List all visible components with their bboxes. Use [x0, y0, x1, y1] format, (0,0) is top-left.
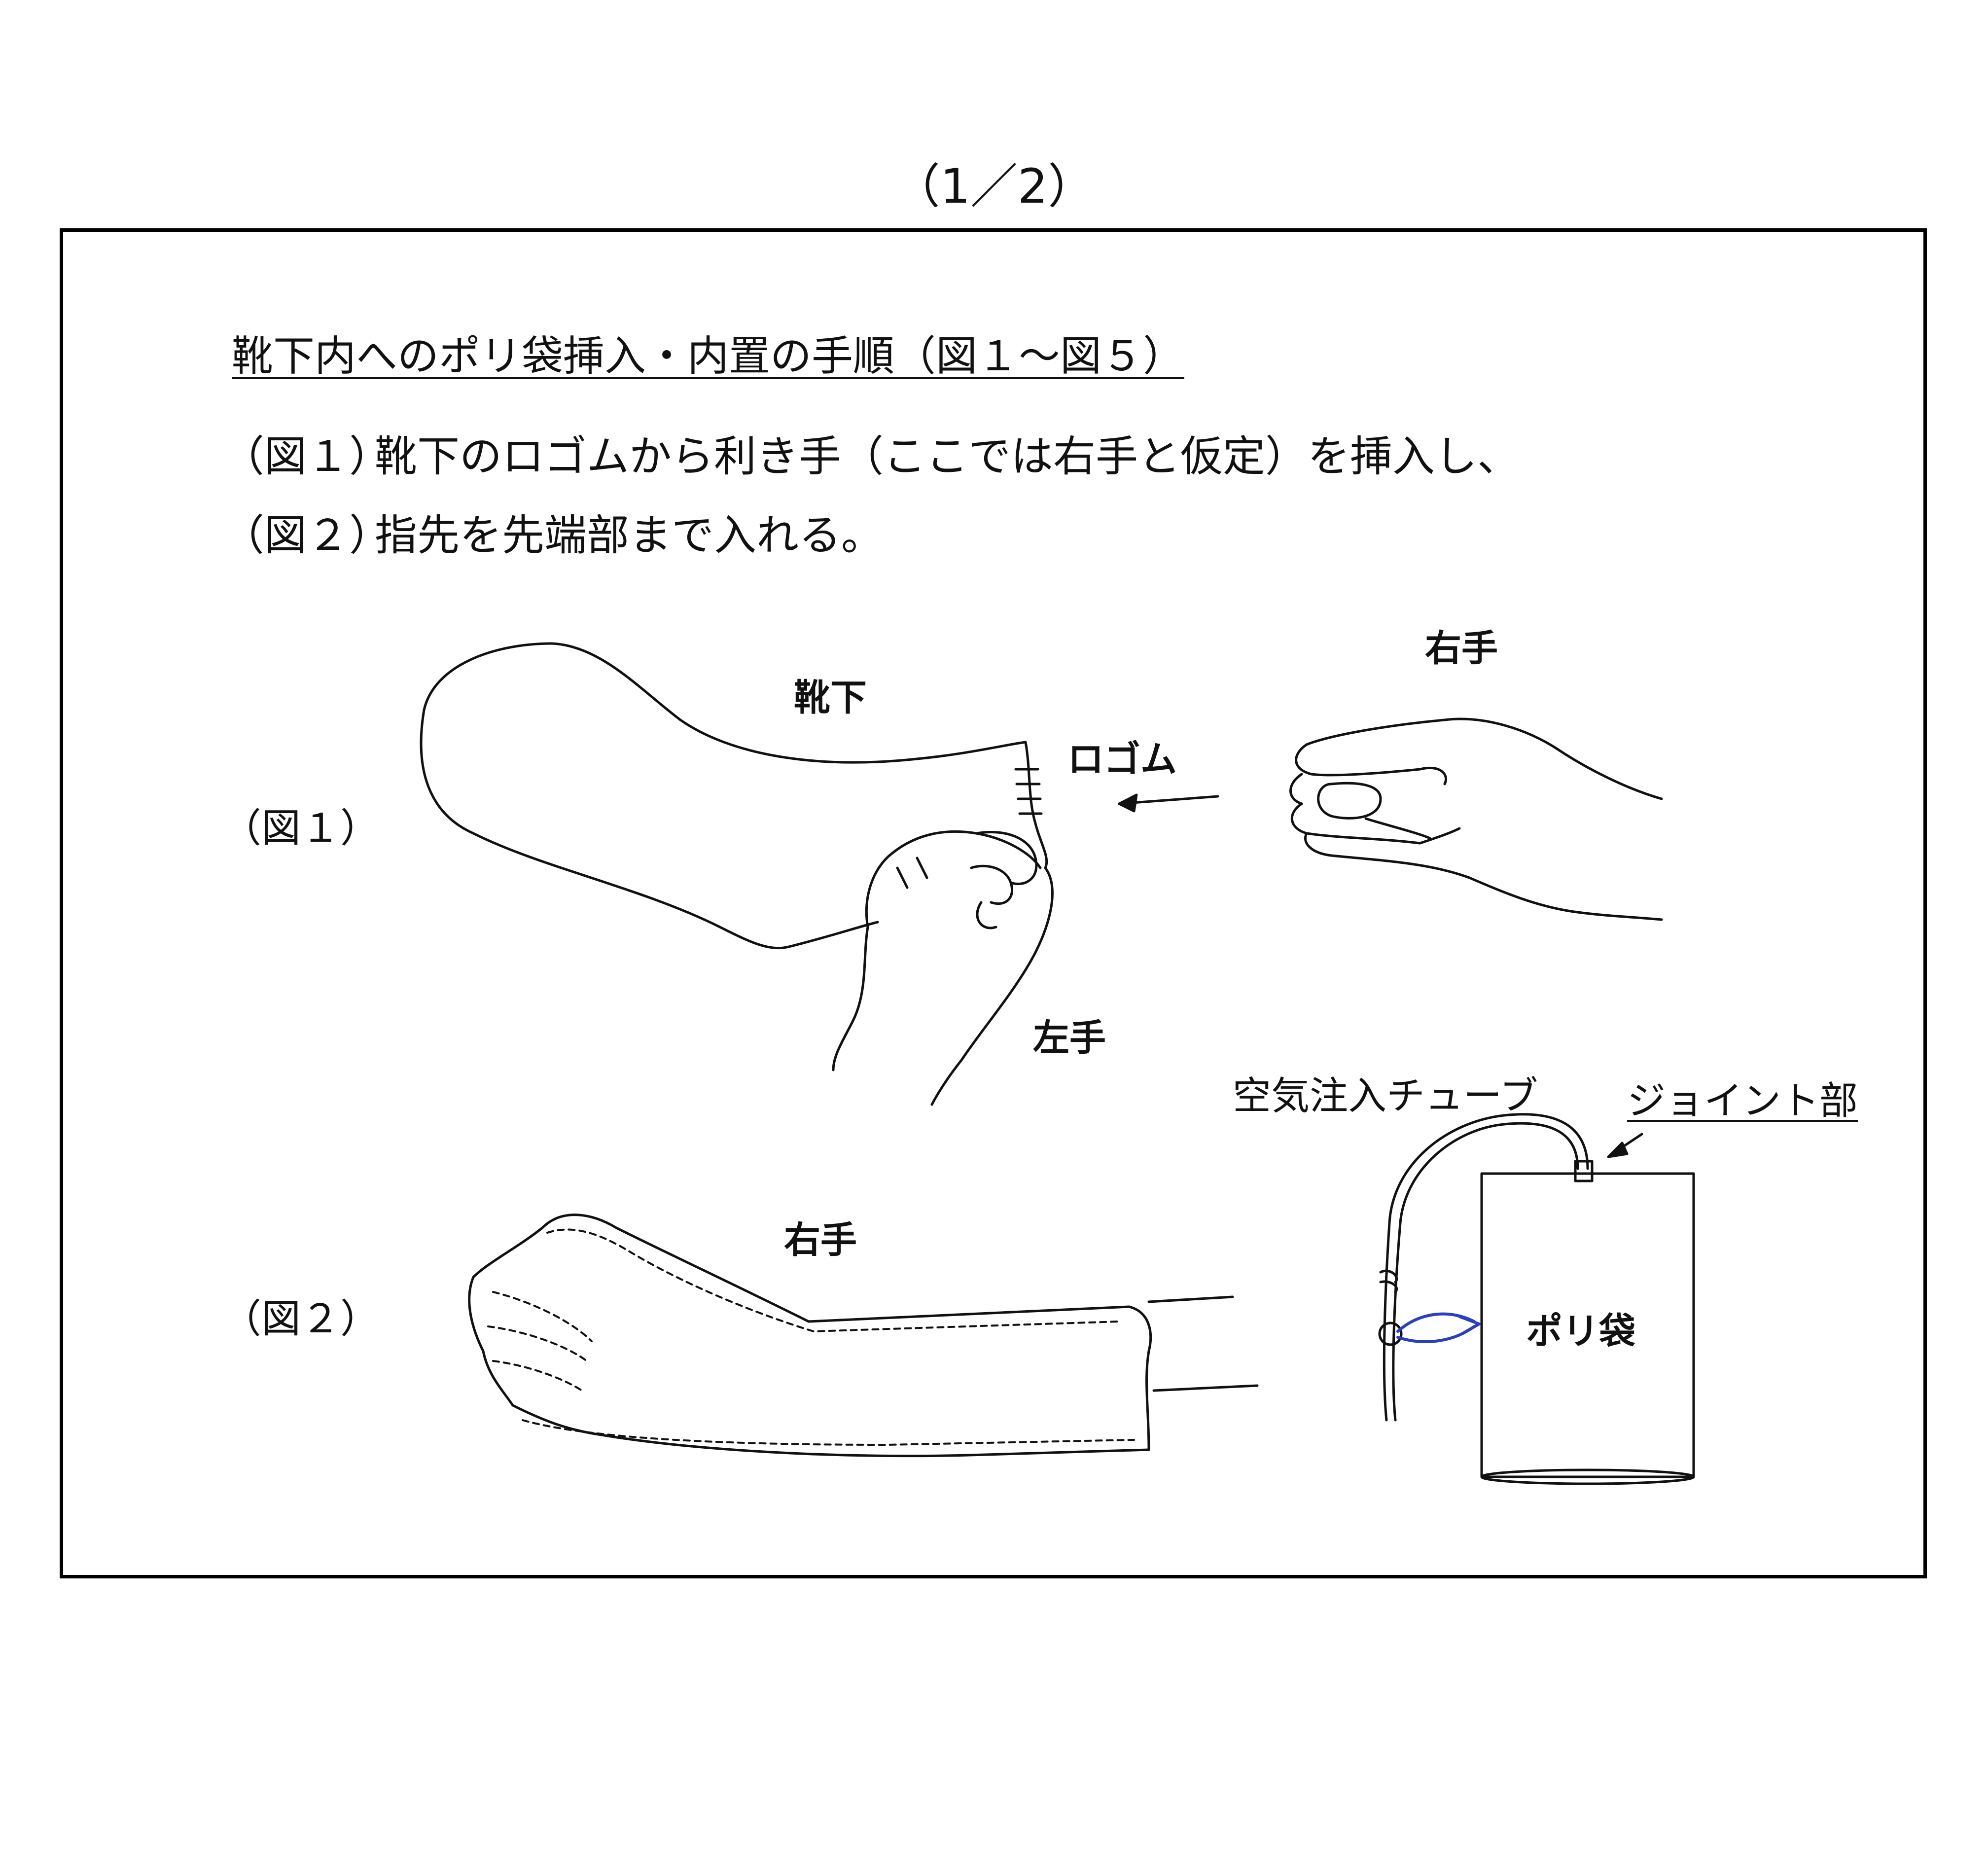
sock-drawing — [420, 642, 1048, 950]
figure-1-label: （図１） — [222, 805, 380, 851]
procedure-heading: 靴下内へのポリ袋挿入・内置の手順（図１～図５） — [232, 332, 1185, 380]
step-2-label: （図２） — [222, 511, 391, 560]
content-frame — [60, 228, 1927, 1578]
insertion-arrow — [1118, 793, 1219, 813]
right-hand-label-fig1: 右手 — [1425, 627, 1498, 670]
tube-and-bag-drawing — [1378, 1113, 1695, 1485]
left-hand-drawing — [832, 830, 1054, 1106]
cuff-label: ロゴム — [1067, 738, 1177, 781]
left-hand-label: 左手 — [1033, 1017, 1106, 1059]
step-1-label: （図１） — [222, 432, 391, 481]
figure-2-label: （図２） — [222, 1296, 380, 1342]
bag-label: ポリ袋 — [1526, 1310, 1635, 1353]
sock-label: 靴下 — [794, 677, 867, 719]
step-1-text: 靴下のロゴムから利き手（ここでは右手と仮定）を挿入し、 — [375, 432, 1520, 481]
tube-label: 空気注入チューブ — [1233, 1074, 1538, 1118]
arm-in-sock-drawing — [468, 1214, 1259, 1458]
joint-label: ジョイント部 — [1627, 1079, 1858, 1123]
step-2-text: 指先を先端部まで入れる。 — [375, 511, 884, 560]
right-hand-drawing — [1289, 717, 1663, 921]
right-hand-label-fig2: 右手 — [784, 1219, 857, 1261]
page-number: （1／2） — [892, 159, 1096, 214]
clip-drawing — [1396, 1312, 1481, 1343]
